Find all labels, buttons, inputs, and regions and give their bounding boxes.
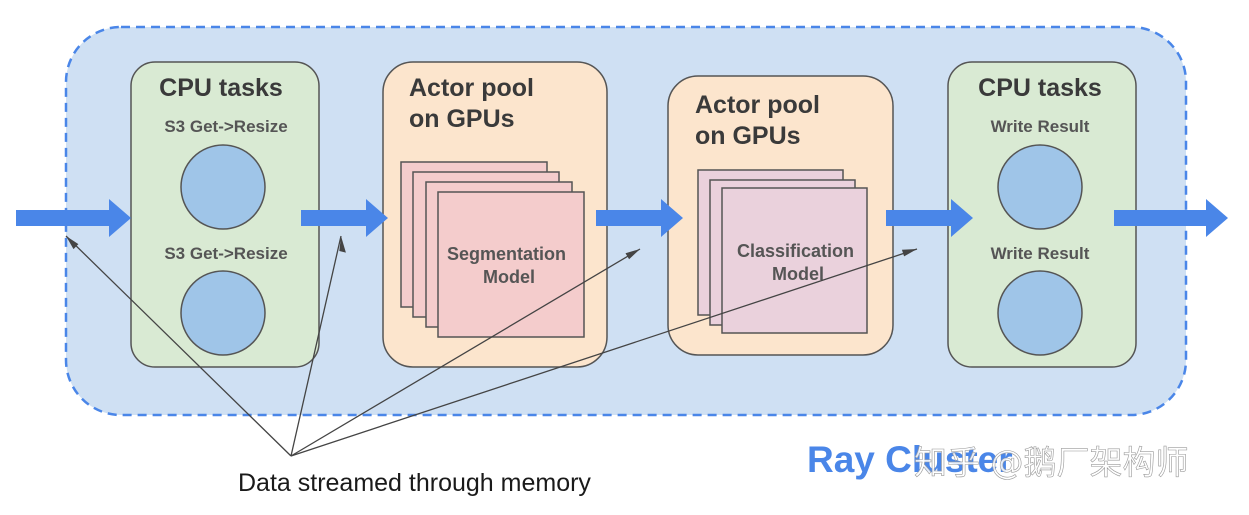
- memory-pointer-arrowhead-3: [625, 249, 640, 260]
- segmentation-actor-card-4: [437, 191, 585, 338]
- flow-arrow-classification-to-cpu: [886, 199, 973, 237]
- cpu-tasks-stage-write: CPU tasks Write Result Write Result: [947, 61, 1137, 368]
- cpu-tasks-title-read: CPU tasks: [159, 74, 283, 102]
- actor-pool-title-classification: Actor pool on GPUs: [695, 91, 827, 150]
- watermark-text: 知乎 @鹅厂架构师: [914, 443, 1189, 482]
- read-task-label-1: S3 Get->Resize: [164, 117, 287, 136]
- memory-stream-caption: Data streamed through memory: [238, 469, 591, 497]
- write-task-circle-1: [997, 144, 1083, 230]
- actor-pool-title-segmentation: Actor pool on GPUs: [409, 74, 541, 133]
- memory-pointer-arrowhead-1: [66, 236, 79, 250]
- cpu-tasks-stage-read: CPU tasks S3 Get->Resize S3 Get->Resize: [130, 61, 320, 368]
- memory-pointer-lines: [65, 235, 918, 457]
- write-task-label-1: Write Result: [991, 117, 1090, 136]
- read-task-circle-1: [180, 144, 266, 230]
- actor-pool-stage-classification: Actor pool on GPUs Classification Model: [667, 75, 894, 356]
- memory-pointer-arrowhead-2: [339, 236, 346, 253]
- flow-arrow-cpu-to-segmentation: [301, 199, 388, 237]
- read-task-label-2: S3 Get->Resize: [164, 244, 287, 263]
- memory-pointer-arrowheads: [66, 236, 917, 260]
- read-task-circle-2: [180, 270, 266, 356]
- memory-pointer-line-1: [65, 235, 292, 457]
- flow-arrow-output: [1114, 199, 1228, 237]
- actor-pool-stage-segmentation: Actor pool on GPUs Segmentation Model: [382, 61, 608, 368]
- segmentation-model-label: Segmentation Model: [447, 244, 571, 287]
- memory-pointer-line-3: [290, 248, 641, 457]
- ray-cluster-label: Ray Cluster: [807, 439, 1013, 480]
- memory-pointer-line-2: [290, 235, 342, 457]
- memory-pointer-line-4: [290, 248, 918, 457]
- memory-pointer-arrowhead-4: [901, 249, 917, 257]
- write-task-circle-2: [997, 270, 1083, 356]
- cpu-tasks-title-write: CPU tasks: [978, 74, 1102, 102]
- classification-actor-card-3: [721, 187, 868, 334]
- flow-arrow-input: [16, 199, 131, 237]
- flow-arrow-segmentation-to-classification: [596, 199, 683, 237]
- write-task-label-2: Write Result: [991, 244, 1090, 263]
- classification-model-label: Classification Model: [737, 241, 859, 284]
